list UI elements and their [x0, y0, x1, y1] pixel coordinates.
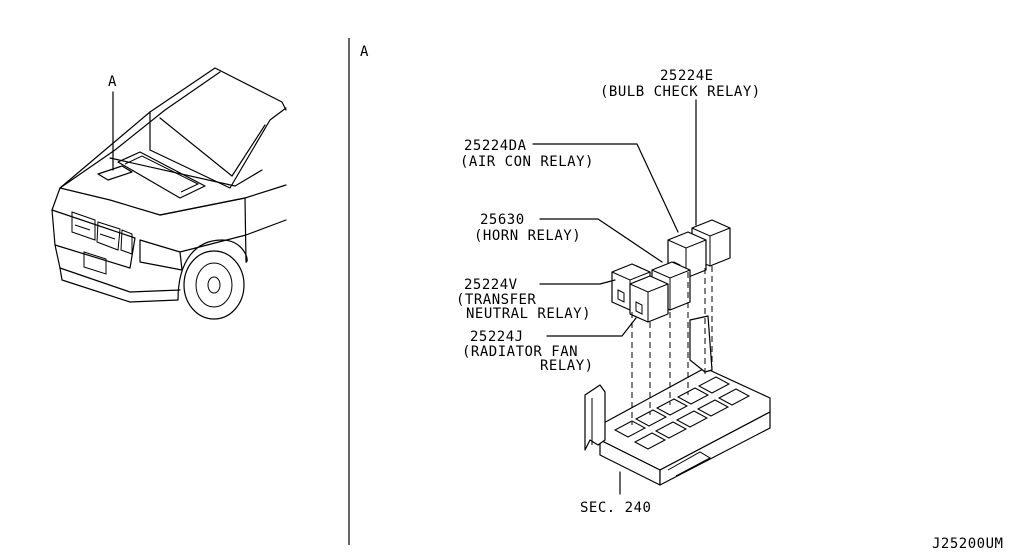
part-name-horn-relay: (HORN RELAY) — [474, 228, 581, 244]
part-labels: 25224E (BULB CHECK RELAY) 25224DA (AIR C… — [456, 68, 1003, 552]
leader-lines — [532, 99, 697, 495]
part-number-25224V: 25224V — [464, 277, 518, 293]
part-number-25224J: 25224J — [470, 329, 524, 345]
part-number-25224DA: 25224DA — [464, 138, 527, 154]
section-reference: SEC. 240 — [580, 500, 651, 516]
relay-25224J — [629, 275, 669, 323]
part-name-radiator-fan-line2: RELAY) — [540, 358, 594, 374]
relay-bracket-assembly — [584, 315, 771, 486]
part-number-25224E: 25224E — [660, 68, 714, 84]
part-name-radiator-fan-line1: (RADIATOR FAN — [462, 344, 578, 360]
part-name-transfer-line1: (TRANSFER — [456, 292, 536, 308]
view-marker-right: A — [360, 44, 369, 60]
part-number-25630: 25630 — [480, 212, 525, 228]
part-name-bulb-check-relay: (BULB CHECK RELAY) — [600, 84, 761, 100]
part-name-air-con-relay: (AIR CON RELAY) — [460, 154, 594, 170]
part-name-transfer-line2: NEUTRAL RELAY) — [466, 306, 591, 322]
diagram-code: J25200UM — [932, 536, 1003, 552]
install-guide-lines — [631, 266, 713, 425]
vehicle-illustration — [51, 67, 287, 320]
view-marker-left: A — [108, 74, 117, 90]
